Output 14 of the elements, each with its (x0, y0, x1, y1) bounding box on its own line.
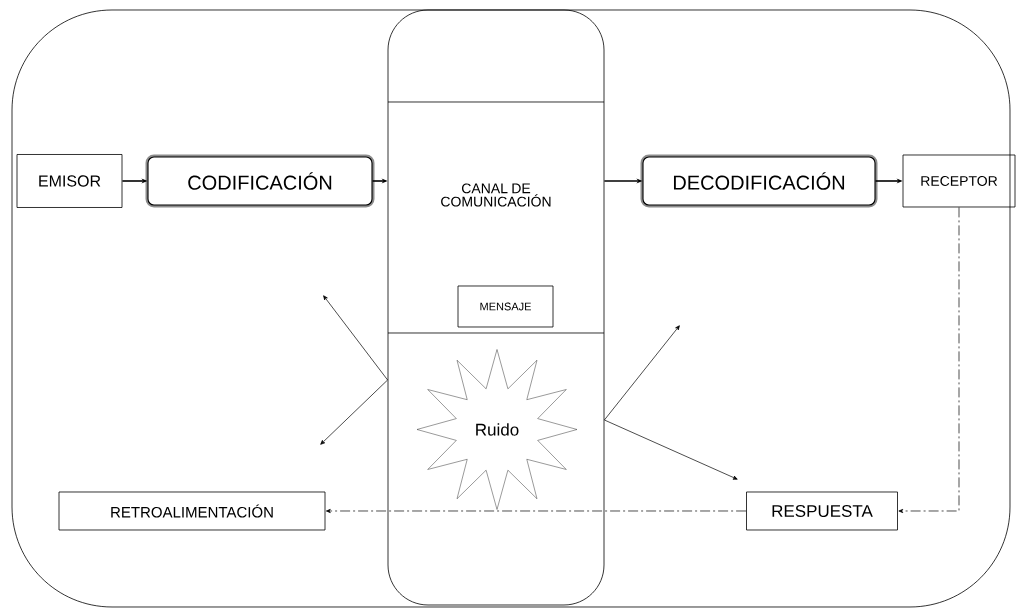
rounded-box: CODIFICACIÓN (145, 154, 375, 208)
process-box: RECEPTOR (902, 154, 1016, 208)
rounded-box: DECODIFICACIÓN (640, 154, 878, 208)
arrow (320, 379, 388, 445)
arrow (604, 419, 738, 480)
process-box: RETROALIMENTACIÓN (58, 491, 326, 531)
process-box: MENSAJE (457, 285, 554, 328)
arrow (604, 325, 680, 421)
arrow (323, 295, 388, 381)
arrow (325, 508, 747, 514)
arrow (898, 207, 960, 514)
process-box: EMISOR (16, 154, 123, 208)
noise-star: Ruido (416, 349, 578, 510)
process-box: RESPUESTA (746, 491, 898, 531)
